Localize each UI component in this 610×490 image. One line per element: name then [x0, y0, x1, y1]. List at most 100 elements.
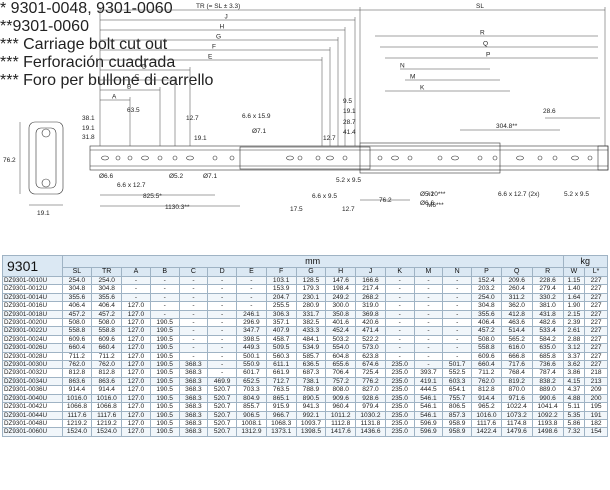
table-cell: 503.2	[325, 334, 357, 345]
table-cell: 552.5	[442, 368, 473, 378]
table-cell: 127.0	[121, 343, 151, 353]
table-cell: -	[207, 351, 238, 362]
table-cell: -	[413, 360, 444, 370]
table-cell: 368.3	[178, 368, 209, 378]
table-cell: 738.1	[295, 376, 327, 387]
table-cell: 2.88	[562, 334, 586, 345]
table-cell: 457.2	[91, 309, 123, 320]
table-cell: 855.7	[236, 402, 267, 412]
mounting-hole	[172, 155, 178, 161]
table-cell: 863.6	[61, 376, 93, 387]
mid-dimensions: 12.7 5.2 x 9.5 6.6 x 9.5 12.7	[312, 135, 361, 213]
table-cell: -	[121, 284, 151, 294]
table-cell: -	[413, 284, 444, 294]
table-cell: 127.0	[121, 418, 151, 429]
table-cell: 508.0	[471, 334, 502, 345]
table-cell: 558.8	[471, 343, 502, 353]
table-cell: 235.0	[384, 385, 415, 395]
table-cell: 152.4	[471, 275, 502, 286]
table-cell: 520.7	[207, 427, 238, 437]
mounting-hole	[492, 155, 498, 161]
part-number-cell: DZ9301-0036U	[2, 385, 63, 395]
table-cell: 471.4	[355, 326, 386, 336]
table-cell: 449.3	[236, 343, 267, 353]
table-cell: 736.6	[531, 360, 564, 370]
dim-825-5: 825.5*	[143, 193, 162, 200]
table-cell: 407.9	[265, 326, 297, 336]
table-cell: 190.5	[149, 351, 180, 362]
mounting-hole	[157, 155, 163, 161]
dim-304-8: 304.8**	[496, 123, 518, 130]
table-cell: -	[236, 275, 267, 286]
table-cell: -	[413, 326, 444, 336]
mounting-hole	[141, 155, 149, 161]
table-cell: -	[384, 334, 415, 345]
table-cell: 347.7	[236, 326, 267, 336]
table-cell: 655.6	[325, 360, 357, 370]
table-cell: 533.4	[531, 326, 564, 336]
table-cell: 4.37	[562, 385, 586, 395]
part-number-cell: DZ9301-0044U	[2, 410, 63, 420]
table-cell: 958.9	[442, 427, 473, 437]
table-cell: 889.0	[531, 385, 564, 395]
letter-dim-j: J	[225, 14, 228, 21]
mounting-hole	[315, 155, 321, 161]
table-cell: 279.4	[531, 284, 564, 294]
table-cell: 1174.8	[500, 418, 533, 429]
letter-dim-p: P	[486, 52, 490, 59]
table-cell: 546.1	[413, 410, 444, 420]
table-cell: 546.1	[413, 402, 444, 412]
table-cell: 254.0	[91, 275, 123, 286]
dim-28-6: 28.6	[543, 108, 556, 115]
table-cell: 584.2	[531, 334, 564, 345]
table-cell: 654.1	[442, 385, 473, 395]
table-cell: 331.7	[295, 309, 327, 320]
table-cell: 1011.2	[325, 410, 357, 420]
table-cell: -	[236, 292, 267, 303]
table-cell: 808.0	[325, 385, 357, 395]
table-cell: 398.5	[236, 334, 267, 345]
table-cell: 190.5	[149, 368, 180, 378]
profile-section: 76.2 19.1	[3, 121, 64, 217]
table-cell: 2.39	[562, 318, 586, 328]
table-cell: 5.11	[562, 402, 586, 412]
table-cell: 1524.0	[61, 427, 93, 437]
dim-76-2: 76.2	[379, 197, 392, 204]
table-cell: 190.5	[149, 410, 180, 420]
table-cell: 906.5	[236, 410, 267, 420]
table-cell: 228.6	[531, 275, 564, 286]
table-cell: 4.88	[562, 393, 586, 404]
table-cell: 127.0	[121, 393, 151, 404]
table-cell: 227	[584, 351, 608, 362]
table-cell: 127.0	[121, 368, 151, 378]
table-cell: -	[207, 334, 238, 345]
table-cell: 195	[584, 402, 608, 412]
table-cell: 412.8	[500, 309, 533, 320]
table-cell: 1092.2	[531, 410, 564, 420]
table-cell: 368.3	[178, 385, 209, 395]
table-cell: 1016.0	[471, 410, 502, 420]
table-cell: 1112.8	[325, 418, 357, 429]
table-cell: -	[178, 351, 209, 362]
column-header: M	[413, 266, 444, 278]
table-cell: -	[442, 284, 473, 294]
kg-heading: kg	[562, 255, 609, 268]
table-cell: 711.2	[91, 351, 123, 362]
table-cell: -	[178, 334, 209, 345]
table-cell: -	[178, 301, 209, 311]
table-cell: 661.9	[265, 368, 297, 378]
mounting-hole	[537, 155, 543, 161]
table-cell: -	[149, 292, 180, 303]
mounting-hole	[391, 155, 399, 161]
dim-12-7-a: 12.7	[186, 115, 199, 122]
model-heading: 9301	[2, 255, 63, 277]
table-cell: 546.1	[413, 393, 444, 404]
table-cell: 666.8	[500, 351, 533, 362]
table-cell: 127.0	[121, 427, 151, 437]
table-cell: 254.0	[61, 275, 93, 286]
